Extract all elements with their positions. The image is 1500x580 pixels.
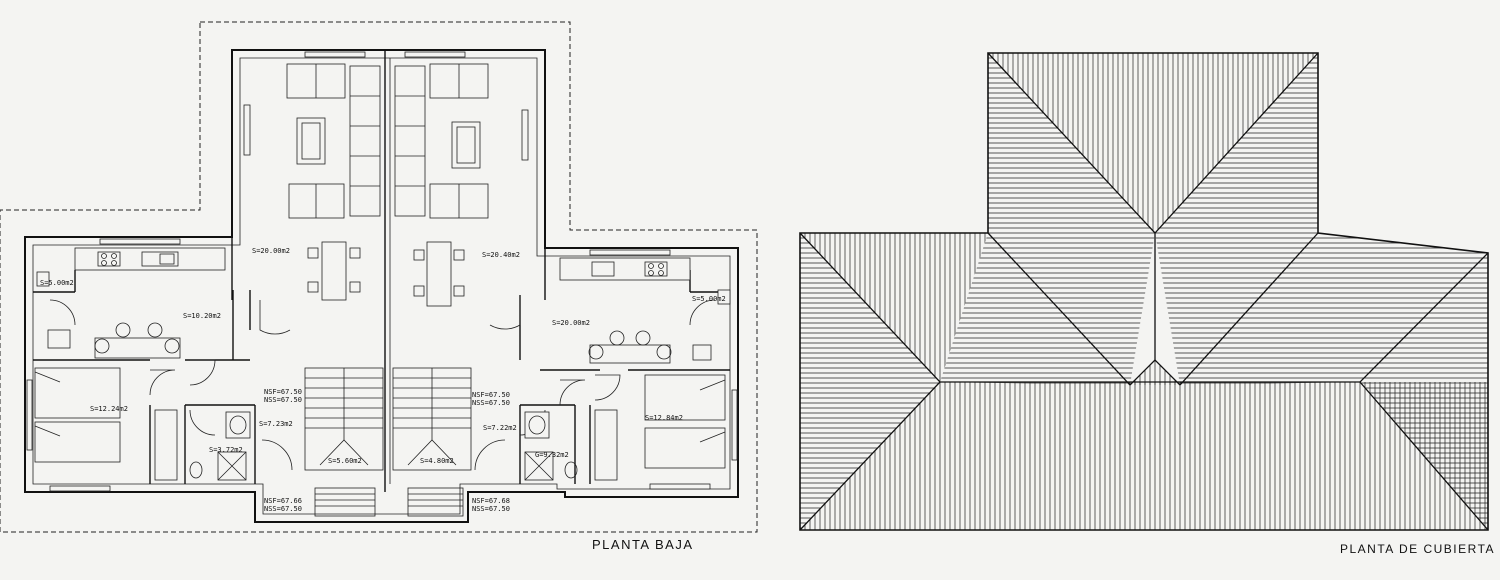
- label-nsf-lower-left: NSF=67.66: [264, 497, 302, 505]
- label-living-left: S=20.00m2: [252, 247, 290, 255]
- roof-plane-hatch: [800, 382, 1486, 530]
- roof-ridges: [799, 52, 1489, 531]
- label-hall-right: S=7.22m2: [483, 424, 517, 432]
- label-bath-left: S=3.72m2: [209, 446, 243, 454]
- outer-wall-inner: [32, 57, 731, 515]
- living-furniture-left: [286, 63, 381, 301]
- roof-plane-hatch: [1130, 360, 1180, 385]
- label-nsf-lower-right: NSF=67.68: [472, 497, 510, 505]
- ground-floor-title: PLANTA BAJA: [592, 537, 694, 552]
- label-kitchen-right: S=20.00m2: [552, 319, 590, 327]
- label-nsf-upper-right: NSF=67.50: [472, 391, 510, 399]
- roof-plane-hatch: [1155, 53, 1318, 384]
- label-stair-left: S=5.60m2: [328, 457, 362, 465]
- eave-outline: [0, 21, 758, 533]
- label-living-right: S=20.40m2: [482, 251, 520, 259]
- label-kitchen-left: S=10.20m2: [183, 312, 221, 320]
- label-nss-upper-left: NSS=67.50: [264, 396, 302, 404]
- label-laundry-right: S=5.00m2: [692, 295, 726, 303]
- label-nss-lower-right: NSS=67.50: [472, 505, 510, 513]
- roof-plane-hatch: [988, 53, 1155, 384]
- ground-floor-plan: S=20.00m2 S=20.40m2 S=10.20m2 S=20.00m2 …: [0, 21, 758, 552]
- label-bedroom-left: S=12.24m2: [90, 405, 128, 413]
- label-laundry-left: S=5.00m2: [40, 279, 74, 287]
- interior-partitions: [33, 237, 730, 484]
- label-nsf-upper-left: NSF=67.50: [264, 388, 302, 396]
- staircases: [304, 367, 472, 517]
- roof-plan: PLANTA DE CUBIERTA: [799, 52, 1495, 556]
- outer-wall: [24, 49, 739, 523]
- label-bedroom-right: S=12.84m2: [645, 414, 683, 422]
- bedroom-beds: [34, 367, 726, 481]
- windows: [26, 51, 738, 492]
- roof-plane-hatch: [800, 233, 986, 382]
- kitchen-fixtures: [36, 247, 731, 364]
- label-nss-upper-right: NSS=67.50: [472, 399, 510, 407]
- label-hall-left: S=7.23m2: [259, 420, 293, 428]
- roof-hatching: [800, 53, 1488, 530]
- roof-plan-title: PLANTA DE CUBIERTA: [1340, 542, 1495, 556]
- room-labels: S=20.00m2 S=20.40m2 S=10.20m2 S=20.00m2 …: [40, 247, 726, 513]
- bathroom-fixtures: [189, 411, 578, 481]
- living-furniture-right: [394, 63, 489, 307]
- label-bath-right: G=9.32m2: [535, 451, 569, 459]
- roof-plane-hatch: [1360, 253, 1488, 529]
- label-nss-lower-left: NSS=67.50: [264, 505, 302, 513]
- label-stair-right: S=4.80m2: [420, 457, 454, 465]
